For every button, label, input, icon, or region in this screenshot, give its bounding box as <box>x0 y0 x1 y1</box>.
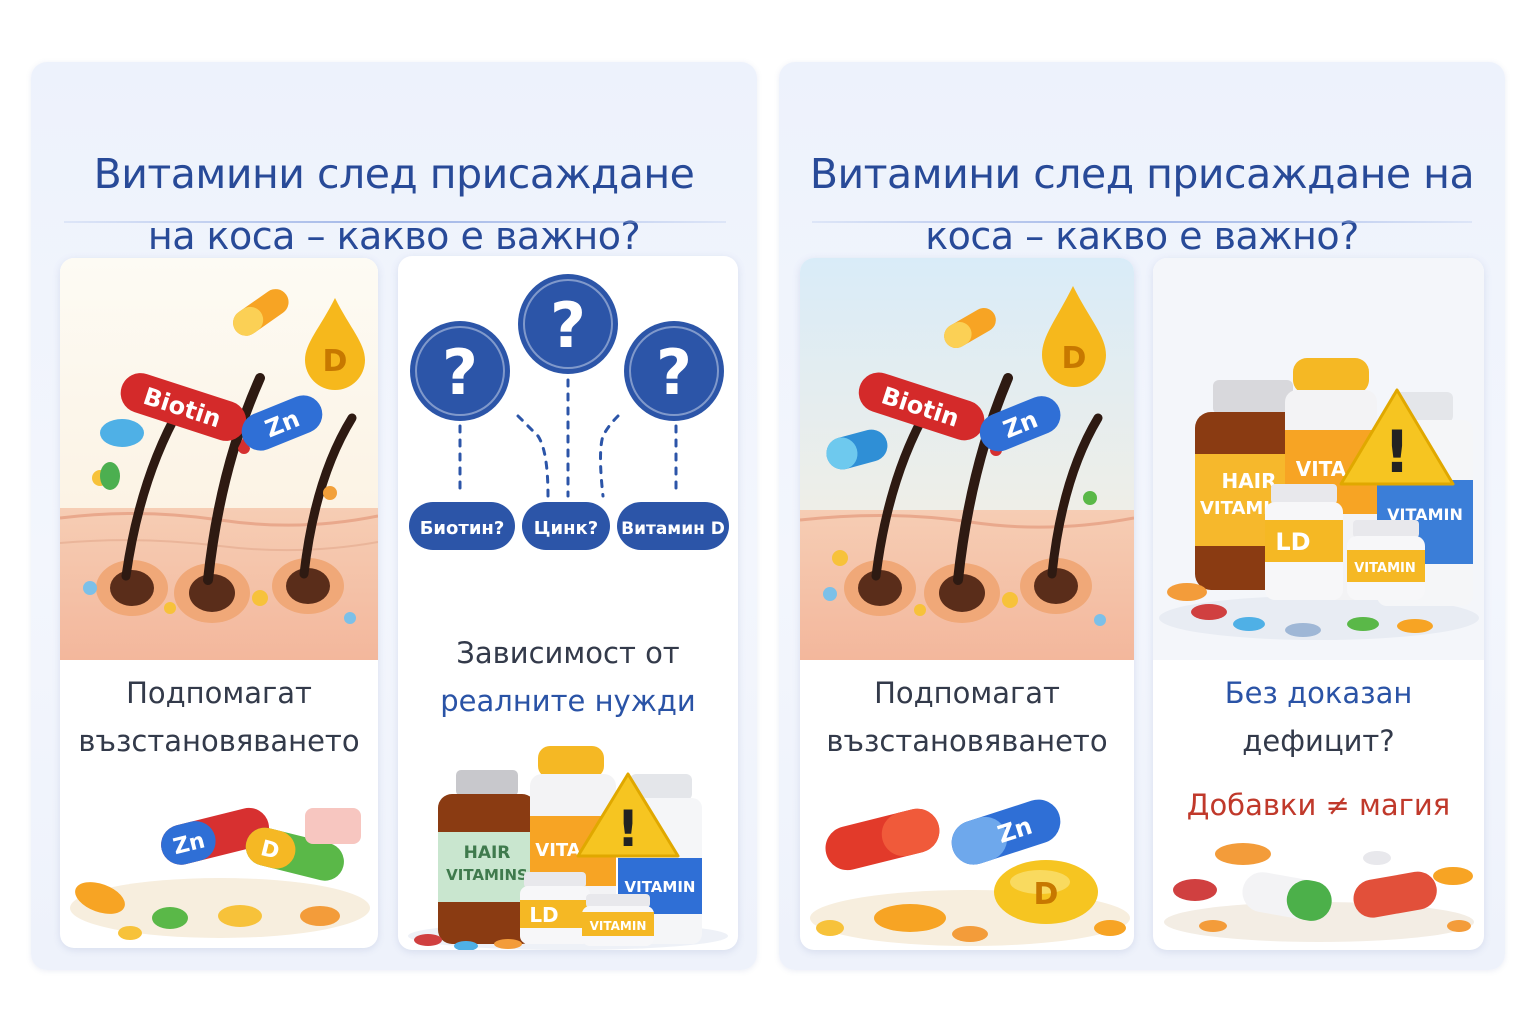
supplement-bottle-icon: VITAMIN <box>582 894 654 946</box>
card-caption-line-1: Зависимост от <box>456 636 680 670</box>
svg-text:D: D <box>1062 341 1087 376</box>
warning-triangle-icon: ! <box>1339 388 1455 486</box>
svg-text:D: D <box>1034 877 1059 912</box>
zinc-capsule-icon: Zn <box>161 807 269 865</box>
title-divider <box>812 221 1472 223</box>
card-caption-line-3: Добавки ≠ магия <box>1186 788 1451 822</box>
svg-text:?: ? <box>656 336 692 409</box>
title-line-1: Витамини след присаждане на <box>809 150 1475 198</box>
svg-text:?: ? <box>442 336 478 409</box>
card-caption-line-2: възстановяването <box>78 724 360 758</box>
question-circle-icon: ? <box>518 274 618 374</box>
card-benefits: D Biotin Zn Подпомагат възстановяването <box>800 258 1134 950</box>
supplement-bottles-illustration: HAIR VITAMINS VITA VITAMIN ! <box>408 746 728 950</box>
card-caption-line-2: дефицит? <box>1242 724 1395 758</box>
title-divider <box>64 221 726 223</box>
hair-follicle-illustration: D Biotin Zn <box>60 258 378 660</box>
card-caption-line-1: Подпомагат <box>126 676 312 710</box>
svg-text:VITAMIN: VITAMIN <box>1354 561 1415 576</box>
hair-follicle-icon <box>844 373 1103 623</box>
supplement-bottle-icon: HAIR VITAMINS <box>438 770 536 944</box>
question-tree-illustration: ? ? ? Биотин? Цинк? Витамин <box>409 274 729 550</box>
svg-text:D: D <box>323 344 348 379</box>
svg-text:VITA: VITA <box>1296 457 1347 481</box>
svg-text:VITA: VITA <box>535 840 581 861</box>
card-caption-line-2: възстановяването <box>826 724 1108 758</box>
hair-follicle-icon <box>96 373 357 623</box>
supplement-bottle-icon: LD <box>1265 484 1343 600</box>
question-circle-icon: ? <box>624 321 724 421</box>
svg-text:VITAMIN: VITAMIN <box>1387 505 1463 524</box>
svg-text:VITAMINS: VITAMINS <box>446 866 528 884</box>
svg-text:Витамин D: Витамин D <box>621 519 725 539</box>
svg-text:VITAMIN: VITAMIN <box>625 878 696 896</box>
vitamin-d-capsule-icon: D <box>994 860 1098 924</box>
svg-text:!: ! <box>617 800 640 858</box>
card-caption-line-1: Подпомагат <box>874 676 1060 710</box>
supplement-bottles-illustration: HAIR VITAMINS VITAMIN VITA ! <box>1153 258 1484 660</box>
chip-vitamin-d: Витамин D <box>617 502 729 550</box>
zinc-capsule-icon: Zn <box>951 799 1061 865</box>
card-no-deficit: HAIR VITAMINS VITAMIN VITA ! <box>1153 258 1484 950</box>
card-dependency: ? ? ? Биотин? Цинк? Витамин <box>398 256 738 950</box>
supplement-bottle-icon: VITAMIN <box>1347 520 1425 600</box>
svg-text:Цинк?: Цинк? <box>534 518 598 539</box>
svg-text:LD: LD <box>1275 528 1310 556</box>
svg-text:?: ? <box>550 289 586 362</box>
vitamin-d-drop-icon: D <box>305 298 365 390</box>
pills-illustration: Zn D <box>810 799 1130 946</box>
svg-text:D: D <box>258 836 282 865</box>
svg-text:VITAMIN: VITAMIN <box>590 919 647 933</box>
title-line-1: Витамини след присаждане <box>93 150 695 198</box>
hair-follicle-illustration: D Biotin Zn <box>800 258 1134 660</box>
chip-biotin: Биотин? <box>409 502 515 550</box>
svg-text:HAIR: HAIR <box>1221 469 1276 493</box>
card-caption-line-2: реалните нужди <box>440 684 696 718</box>
warning-triangle-icon: ! <box>576 772 680 858</box>
svg-text:LD: LD <box>529 903 558 927</box>
zinc-capsule-icon: Zn <box>241 395 323 451</box>
svg-text:Биотин?: Биотин? <box>420 518 505 539</box>
question-circle-icon: ? <box>410 321 510 421</box>
infographic-panel-left: Витамини след присаждане на коса – какво… <box>31 62 757 970</box>
svg-text:!: ! <box>1384 418 1410 486</box>
pills-illustration <box>1164 843 1474 942</box>
pills-illustration: Zn D <box>70 807 370 940</box>
card-caption-line-1: Без доказан <box>1224 676 1413 710</box>
vitamin-d-drop-icon: D <box>1042 286 1106 387</box>
card-benefits: D Biotin Zn Подпомагат възстановяването … <box>60 258 378 948</box>
chip-zinc: Цинк? <box>522 502 610 550</box>
zinc-capsule-icon: Zn <box>979 396 1061 452</box>
supplement-bottle-icon: LD <box>520 872 590 944</box>
svg-text:HAIR: HAIR <box>464 843 511 863</box>
infographic-panel-right: Витамини след присаждане на коса – какво… <box>779 62 1505 970</box>
